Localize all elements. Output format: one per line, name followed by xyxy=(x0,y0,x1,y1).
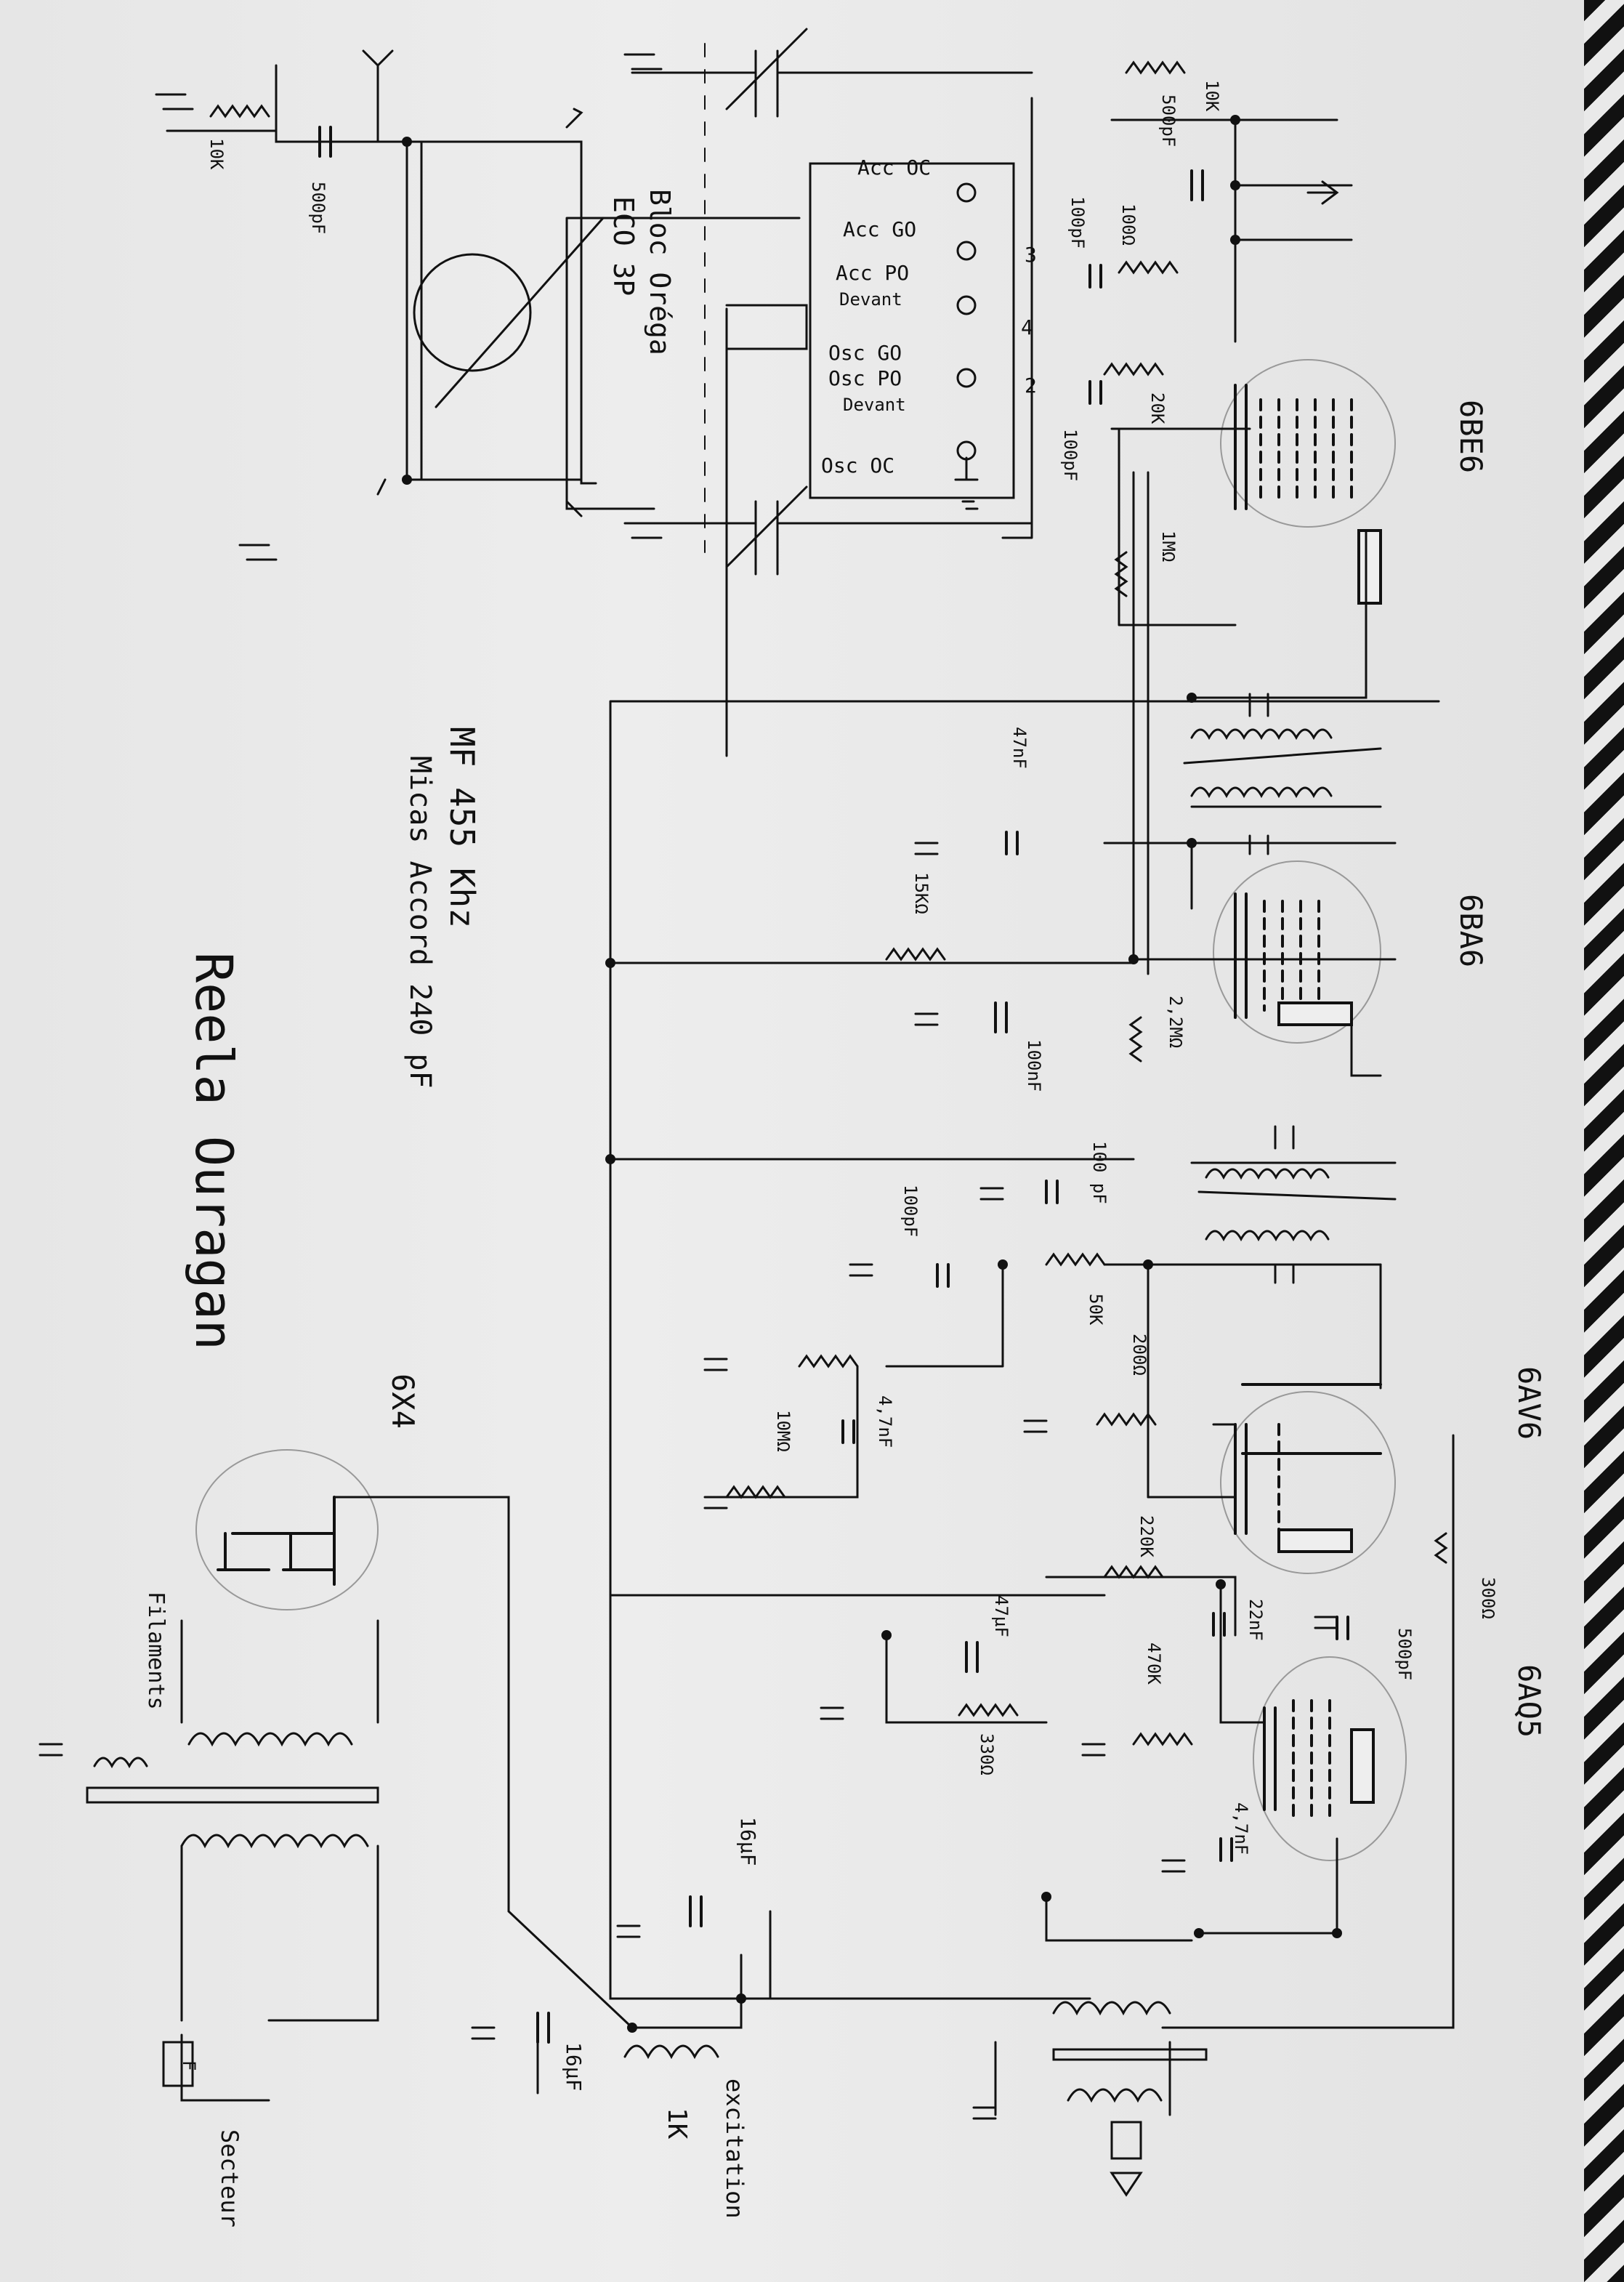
tube-label-6av6: 6AV6 xyxy=(1511,1366,1547,1440)
tube-label-6be6: 6BE6 xyxy=(1453,400,1489,473)
label-r-220k: 220K xyxy=(1136,1515,1157,1557)
label-c-100pf-d: 100pF xyxy=(900,1185,921,1237)
if-note-line2: Micas Accord 240 pF xyxy=(403,756,437,1089)
schematic-title: Reela Ouragan xyxy=(184,952,243,1350)
power-transformer xyxy=(86,1732,379,2087)
label-c-100pf-b: 100pF xyxy=(1060,429,1080,481)
label-r-15k: 15KΩ xyxy=(911,872,932,914)
label-c-16uf-b: 16µF xyxy=(562,2042,586,2091)
label-r-1m: 1MΩ xyxy=(1158,531,1179,562)
label-r-2-2m: 2,2MΩ xyxy=(1166,996,1186,1048)
ground-symbols xyxy=(39,53,1338,2120)
tube-6be6-envelope xyxy=(1220,359,1396,528)
tube-6be6-electrodes xyxy=(1234,384,1382,605)
loop-antenna-arrows xyxy=(376,108,583,517)
coil-num-4: 4 xyxy=(1021,315,1033,339)
coil-pin-devant-2: Devant xyxy=(843,395,906,415)
if-transformer-1 xyxy=(1183,693,1382,855)
paper-sheet xyxy=(0,0,1584,2282)
tube-6av6-envelope xyxy=(1220,1391,1396,1574)
coil-block-shaft xyxy=(725,304,808,350)
label-c-500pf-b: 500pF xyxy=(308,182,328,234)
label-r-10m: 10MΩ xyxy=(773,1410,793,1452)
label-c-47uf: 47µF xyxy=(991,1595,1011,1637)
output-transformer xyxy=(1052,2001,1208,2197)
coil-pin-osc-po: Osc PO xyxy=(828,366,902,390)
label-c-500pf-c: 500pF xyxy=(1394,1628,1415,1680)
label-c-100pf-c: 100 pF xyxy=(1089,1141,1110,1204)
tube-6x4-electrodes xyxy=(217,1496,336,1586)
label-r-470k: 470K xyxy=(1144,1642,1164,1685)
coil-block-name-line2: ECO 3P xyxy=(607,196,639,296)
tube-6av6-electrodes xyxy=(1234,1383,1382,1553)
label-r-200: 200Ω xyxy=(1129,1334,1150,1376)
capacitors xyxy=(318,126,1349,2044)
loop-antenna-frame xyxy=(405,140,605,481)
label-c-22nf: 22nF xyxy=(1245,1599,1266,1641)
if-transformer-2 xyxy=(1197,1125,1397,1284)
label-filaments: Filaments xyxy=(143,1592,169,1710)
label-excitation: excitation xyxy=(721,2079,748,2219)
label-c-100nf: 100nF xyxy=(1024,1039,1044,1092)
coil-pin-acc-go: Acc GO xyxy=(843,217,916,241)
junction-dots xyxy=(402,115,1342,2033)
if-note-line1: MF 455 Khz xyxy=(443,727,482,928)
tube-6aq5-electrodes xyxy=(1263,1699,1375,1818)
variable-capacitor-2 xyxy=(631,485,1033,576)
label-r-10k-a: 10K xyxy=(1202,80,1222,112)
label-c-4-7nf: 4,7nF xyxy=(875,1395,895,1448)
coil-block-name-line1: Bloc Oréga xyxy=(644,189,676,355)
label-r-330: 330Ω xyxy=(977,1733,997,1775)
coil-block-eco3p xyxy=(809,162,1015,499)
resistors xyxy=(209,60,1448,1746)
coil-pin-osc-oc: Osc OC xyxy=(821,453,894,477)
antenna-symbol xyxy=(362,49,1339,205)
coil-pin-devant-1: Devant xyxy=(839,289,902,310)
coil-num-3: 3 xyxy=(1025,243,1037,267)
coil-num-2: 2 xyxy=(1025,374,1037,398)
label-r-10k-b: 10K xyxy=(206,138,227,170)
label-r-100: 100Ω xyxy=(1118,203,1139,246)
label-fuse: F xyxy=(179,2060,199,2071)
label-excitation-value: 1K xyxy=(662,2108,692,2140)
excitation-choke xyxy=(623,2044,719,2060)
tube-6ba6-electrodes xyxy=(1234,892,1353,1026)
coil-pin-acc-oc: Acc OC xyxy=(857,156,931,180)
tube-6ba6-envelope xyxy=(1213,860,1381,1044)
tube-label-6x4: 6X4 xyxy=(385,1374,421,1429)
tube-label-6aq5: 6AQ5 xyxy=(1511,1664,1547,1738)
tube-6aq5-envelope xyxy=(1253,1656,1407,1861)
label-c-500pf-a: 500pF xyxy=(1158,94,1179,147)
label-secteur: Secteur xyxy=(216,2129,243,2227)
coil-pin-acc-po: Acc PO xyxy=(836,261,909,285)
coil-block-pin-markers xyxy=(956,182,977,461)
label-c-100pf-a: 100pF xyxy=(1067,196,1088,249)
label-c-47nf-a: 47nF xyxy=(1009,727,1030,769)
tube-6x4-envelope xyxy=(195,1449,379,1610)
tube-label-6ba6: 6BA6 xyxy=(1453,894,1489,967)
label-r-50k: 50K xyxy=(1086,1294,1106,1326)
coil-pin-osc-go: Osc GO xyxy=(828,341,902,365)
label-c-16uf-a: 16µF xyxy=(736,1817,760,1866)
label-r-20k: 20K xyxy=(1147,392,1168,424)
variable-capacitor-1 xyxy=(631,28,1033,118)
label-c-4-7nf-b: 4,7nF xyxy=(1231,1802,1251,1855)
label-r-300: 300Ω xyxy=(1478,1577,1498,1619)
